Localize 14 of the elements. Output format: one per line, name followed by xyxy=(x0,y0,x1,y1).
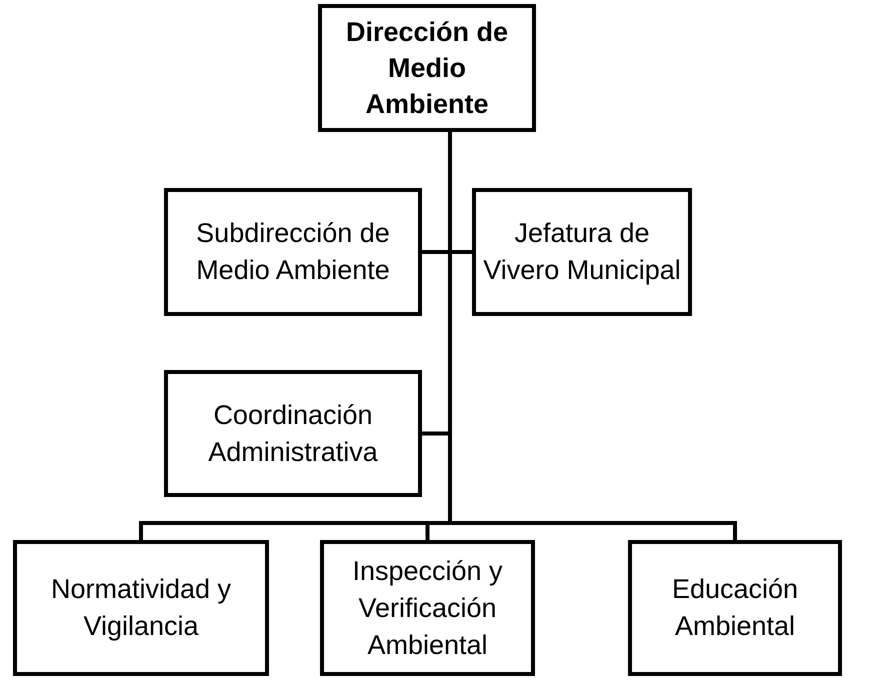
box-title: Coordinación Administrativa xyxy=(207,398,379,468)
box-title: Jefatura de Vivero Municipal xyxy=(482,217,682,287)
org-box xyxy=(13,540,269,676)
org-box xyxy=(318,4,536,132)
org-box xyxy=(628,540,842,676)
org-box xyxy=(320,540,535,676)
org-box xyxy=(164,188,422,316)
box-title: Inspección y Verificación Ambiental xyxy=(351,554,504,662)
box-title: Dirección de Medio Ambiente xyxy=(344,16,510,121)
org-box xyxy=(472,188,692,316)
box-title: Educación Ambiental xyxy=(670,573,800,643)
box-title: Normatividad y Vigilancia xyxy=(50,573,232,643)
org-box xyxy=(164,370,422,497)
box-title: Subdirección de Medio Ambiente xyxy=(195,217,391,287)
